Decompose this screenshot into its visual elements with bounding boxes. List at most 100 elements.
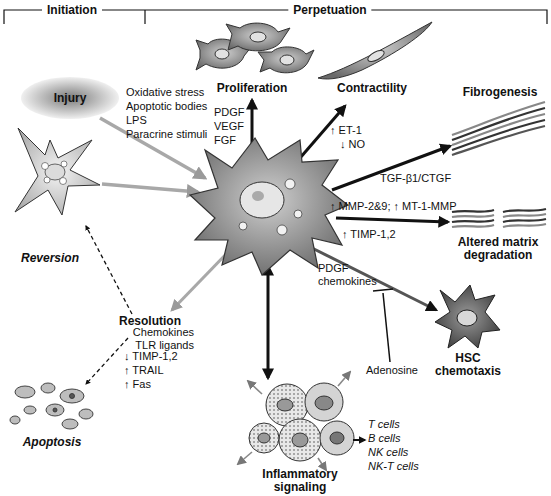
degraded-fibres <box>452 209 546 227</box>
quiescent-cell <box>61 161 67 167</box>
inflammatory-cells <box>249 383 354 461</box>
activated-cell <box>252 191 264 201</box>
process-title: Apoptosis <box>23 436 82 449</box>
mediator-label: ↑ MMP-2&9; ↑ MT-1-MMP <box>330 200 457 213</box>
effect-arrow <box>336 218 448 222</box>
mediator-label: PDGF <box>214 106 245 119</box>
apoptotic-bodies <box>10 383 93 429</box>
collagen-fibres <box>452 108 545 140</box>
dashed-arrow <box>86 338 128 384</box>
mediator-label: ↓ TIMP-1,2 <box>124 350 178 363</box>
apoptotic-bodies <box>46 404 64 416</box>
process-title: Altered matrix degradation <box>450 236 546 262</box>
resolution-arrow <box>172 248 232 310</box>
process-title: Reversion <box>21 252 79 265</box>
process-title: Contractility <box>337 82 407 95</box>
process-title: Fibrogenesis <box>463 86 538 99</box>
mediator-label: Chemokines TLR ligands <box>122 326 194 352</box>
collagen-fibres <box>452 126 545 155</box>
secretion-arrow <box>338 372 350 386</box>
contractile-cell <box>318 22 432 79</box>
inflammatory-cells <box>315 396 333 410</box>
contractile-cell <box>366 48 386 64</box>
quiescent-cell <box>15 128 100 215</box>
inhibition-line <box>373 289 393 291</box>
initiation-arrow <box>102 184 198 192</box>
secretion-arrow <box>248 381 262 394</box>
secretion-arrow <box>238 452 252 464</box>
degraded-fibres <box>452 225 494 227</box>
process-title: HSC chemotaxis <box>428 352 508 378</box>
apoptotic-bodies <box>62 419 78 429</box>
inflammatory-cells <box>249 423 279 453</box>
proliferating-cells <box>250 32 266 42</box>
activated-cell <box>190 138 348 275</box>
inflammatory-cells <box>320 421 354 455</box>
apoptotic-bodies <box>15 386 35 398</box>
mediator-label: PDGF chemokines <box>318 262 380 288</box>
proliferating-cells <box>280 55 294 65</box>
collagen-fibres <box>452 102 545 155</box>
process-title: Proliferation <box>217 82 288 95</box>
cell-type-label: NK-T cells <box>368 460 419 473</box>
mediator-label: ↑ TIMP-1,2 <box>342 228 396 241</box>
activated-cell <box>277 225 287 235</box>
cell-type-label: B cells <box>368 432 400 445</box>
apoptotic-bodies <box>24 406 36 414</box>
inhibitor-label: Adenosine <box>366 364 418 377</box>
mediator-label: ↓ NO <box>340 138 365 151</box>
degraded-fibres <box>503 224 546 227</box>
phase-header: Perpetuation <box>288 4 371 17</box>
inflammatory-cells <box>258 433 270 443</box>
process-title: Inflammatory signaling <box>255 468 345 494</box>
inhibition-line <box>373 289 393 362</box>
node-title: Injury <box>20 91 120 105</box>
mediator-label: ↑ TRAIL <box>124 364 164 377</box>
cell-type-label: T cells <box>368 418 400 431</box>
migrating-cell <box>435 285 500 348</box>
degraded-fibres <box>503 214 546 217</box>
degraded-fibres <box>503 219 546 222</box>
injury-ellipse <box>21 77 119 119</box>
inflammatory-cells <box>305 383 343 421</box>
effect-arrow <box>267 266 270 378</box>
migrating-cell <box>435 285 500 348</box>
stimulus-item: Apoptotic bodies <box>126 100 207 113</box>
degraded-fibres <box>452 215 494 217</box>
mediator-label: FGF <box>214 134 236 147</box>
dashed-arrow <box>86 226 132 314</box>
mediator-label: ↑ Fas <box>124 378 151 391</box>
activated-cell <box>285 179 295 189</box>
apoptotic-bodies <box>53 408 57 412</box>
activated-cell <box>190 138 348 275</box>
quiescent-cell <box>15 128 100 215</box>
activated-cell <box>240 182 284 218</box>
activated-cell <box>294 210 302 218</box>
resolution-arrow <box>172 248 232 310</box>
mediator-label: TGF-β1/CTGF <box>380 172 451 185</box>
effect-arrow <box>308 246 436 310</box>
inhibition-line <box>383 293 390 362</box>
stimulus-item: Paracrine stimuli <box>126 128 207 141</box>
inflammatory-cells <box>330 432 344 444</box>
cell-type-label: NK cells <box>368 446 408 459</box>
stimulus-item: Oxidative stress <box>126 86 204 99</box>
migrating-cell <box>457 310 477 326</box>
phase-bracket <box>144 10 145 24</box>
apoptotic-bodies <box>10 416 20 424</box>
apoptotic-bodies <box>41 383 55 393</box>
phase-header: Initiation <box>42 4 102 17</box>
effector-arrow <box>353 439 365 441</box>
proliferating-cells <box>258 47 314 73</box>
inflammatory-cells <box>277 399 293 411</box>
proliferating-cells <box>215 49 229 59</box>
degraded-fibres <box>452 210 494 212</box>
apoptotic-bodies <box>70 394 75 399</box>
proliferating-cells <box>226 23 290 51</box>
mediator-label: VEGF <box>214 120 244 133</box>
quiescent-cell <box>44 177 50 183</box>
degraded-fibres <box>452 220 494 222</box>
degraded-fibres <box>503 209 546 212</box>
inflammatory-cells <box>279 419 321 461</box>
proliferating-cells <box>196 23 314 73</box>
